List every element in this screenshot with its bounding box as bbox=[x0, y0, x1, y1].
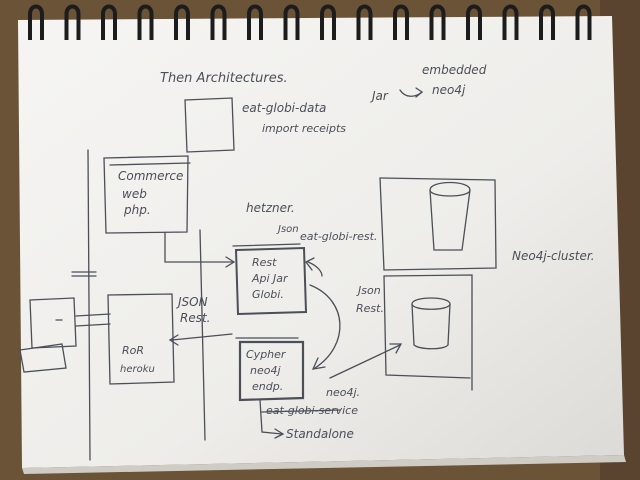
json-rest-right-1: Json bbox=[356, 284, 381, 297]
binding-ring bbox=[466, 4, 482, 40]
neo4j-small-text: neo4j. bbox=[326, 386, 360, 399]
binding-ring bbox=[28, 4, 44, 40]
binding-ring bbox=[247, 4, 263, 40]
top-note-text: eat-globi-data bbox=[242, 101, 326, 115]
ror-line-1: RoR bbox=[122, 344, 144, 357]
json-rest-left-1: JSON bbox=[176, 295, 208, 309]
embedded-neo4j-text: neo4j bbox=[432, 83, 466, 97]
cypher-line-2: neo4j bbox=[250, 364, 281, 377]
commerce-line-2: web bbox=[122, 187, 147, 201]
standalone-text: Standalone bbox=[286, 427, 354, 441]
binding-ring bbox=[210, 4, 227, 40]
binding-ring bbox=[101, 4, 117, 40]
sketch-ink bbox=[19, 87, 497, 461]
binding-ring bbox=[137, 4, 154, 40]
json-text: Json bbox=[276, 224, 299, 235]
json-rest-left-2: Rest. bbox=[180, 311, 211, 325]
neo4j-cluster-text: Neo4j-cluster. bbox=[512, 249, 595, 263]
rest-jar-text: eat-globi-rest. bbox=[300, 230, 377, 243]
binding-ring bbox=[429, 4, 446, 40]
service-text: eat-globi-service bbox=[266, 404, 358, 417]
binding-ring bbox=[356, 4, 373, 40]
binding-ring bbox=[539, 4, 555, 40]
binding-ring bbox=[64, 4, 81, 40]
hetzner-text: hetzner. bbox=[246, 201, 295, 215]
title-text: Then Architectures. bbox=[160, 71, 288, 86]
binding-ring bbox=[320, 4, 336, 40]
ror-line-2: heroku bbox=[120, 364, 155, 375]
binding-ring bbox=[283, 4, 300, 40]
cypher-line-1: Cypher bbox=[246, 348, 287, 361]
binding-ring bbox=[393, 4, 409, 40]
rest-line-3: Globi. bbox=[252, 288, 284, 301]
binding-ring bbox=[174, 4, 190, 40]
embedded-text: embedded bbox=[422, 63, 487, 77]
top-jar-text: Jar bbox=[370, 89, 389, 103]
commerce-line-3: php. bbox=[123, 203, 151, 217]
binding-ring bbox=[502, 4, 519, 40]
commerce-line-1: Commerce bbox=[118, 169, 183, 183]
rest-line-1: Rest bbox=[252, 256, 277, 269]
sketch-labels: Then Architectures. eat-globi-data Jar e… bbox=[118, 63, 595, 441]
import-receipts-text: import receipts bbox=[262, 122, 346, 135]
binding-ring bbox=[575, 4, 592, 40]
cypher-line-3: endp. bbox=[252, 380, 283, 393]
rest-line-2: Api Jar bbox=[251, 272, 289, 285]
spiral-binding bbox=[28, 4, 592, 40]
json-rest-right-2: Rest. bbox=[356, 302, 384, 315]
